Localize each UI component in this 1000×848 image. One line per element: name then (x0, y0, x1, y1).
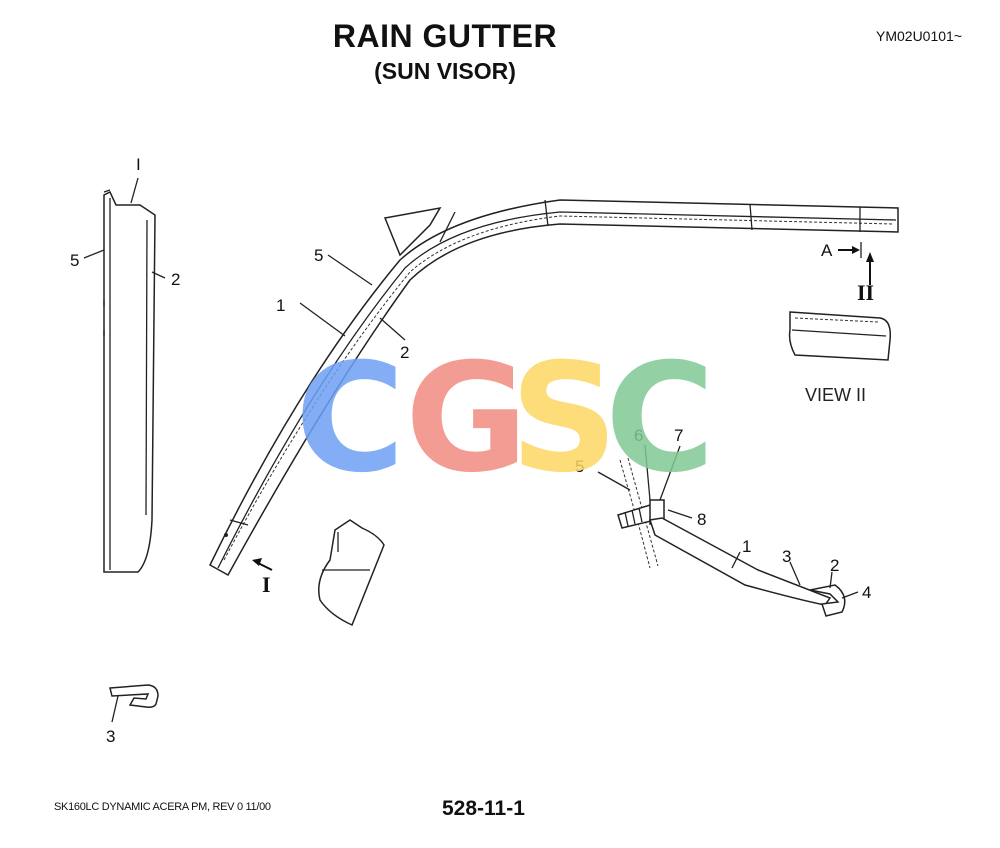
callout-arch-2: 2 (400, 343, 409, 362)
section-marker (838, 242, 874, 285)
watermark: C G S C (295, 332, 715, 506)
roman-I-label: I (262, 572, 271, 597)
callout-detail-4: 4 (862, 583, 871, 602)
visor-panel-side (83, 177, 166, 573)
callout-detail-8: 8 (697, 510, 706, 529)
fastener-detail (597, 444, 859, 617)
callout-arch-1: 1 (276, 296, 285, 315)
footer-model-revision: SK160LC DYNAMIC ACERA PM, REV 0 11/00 (54, 801, 271, 813)
callout-detail-3: 3 (782, 547, 791, 566)
view-II-section (788, 311, 892, 361)
rain-gutter-arch (209, 199, 899, 577)
clip-part (109, 684, 159, 723)
callout-detail-1: 1 (742, 537, 751, 556)
view-arrow-I (252, 558, 273, 571)
callout-detail-7: 7 (674, 426, 683, 445)
callout-left-top: I (136, 155, 141, 174)
diagram-title: RAIN GUTTER (332, 18, 558, 54)
callout-detail-6: 6 (634, 426, 643, 445)
callout-left-2: 2 (171, 270, 180, 289)
callout-arch-5: 5 (314, 246, 323, 265)
diagram-subtitle: (SUN VISOR) (374, 58, 516, 84)
corner-piece (318, 519, 385, 627)
document-id: YM02U0101~ (876, 28, 963, 44)
roman-II-label: II (857, 280, 874, 305)
section-A-label: A (821, 241, 833, 260)
watermark-letter-c1: C (295, 332, 405, 506)
page-number: 528-11-1 (442, 797, 525, 820)
callout-detail-5: 5 (575, 457, 584, 476)
view-II-label: VIEW II (805, 385, 866, 405)
watermark-letter-c2: C (605, 332, 715, 506)
callout-detail-2: 2 (830, 556, 839, 575)
watermark-letter-g: G (405, 332, 528, 506)
watermark-letter-s: S (510, 332, 618, 506)
callout-left-5: 5 (70, 251, 79, 270)
callout-clip-3: 3 (106, 727, 115, 746)
